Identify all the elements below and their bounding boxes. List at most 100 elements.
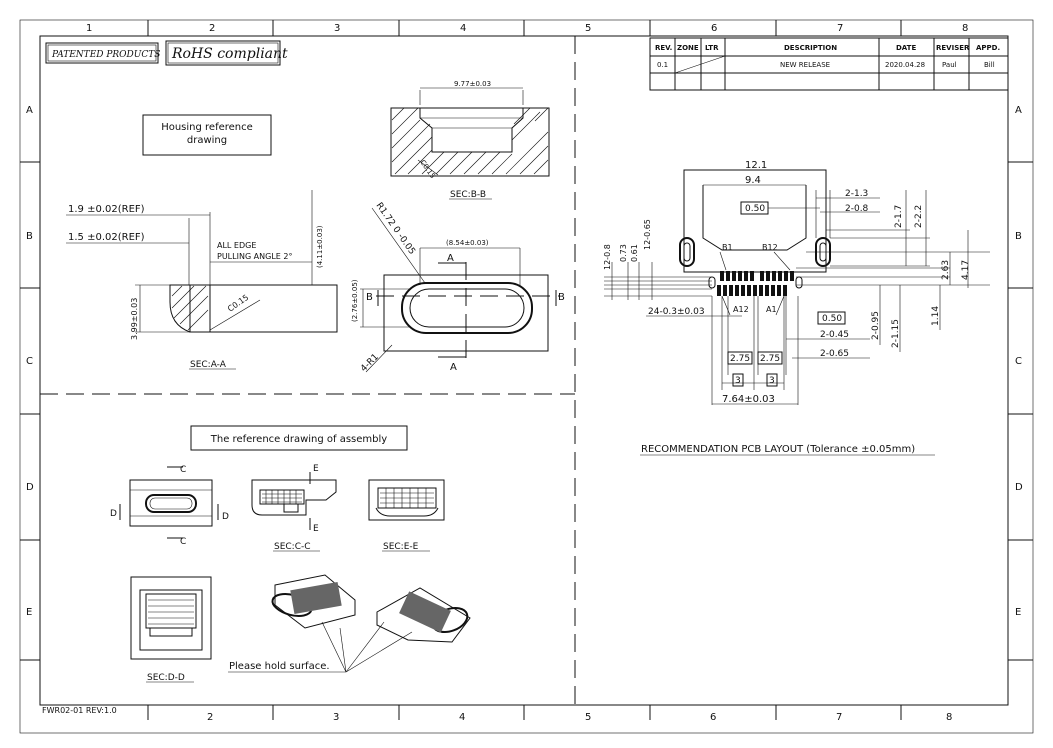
front-radius-dim: R1.72 0 -0.05: [374, 201, 417, 257]
patented-text: PATENTED PRODUCTS: [51, 50, 160, 60]
aa-chamfer-dim: C0.15: [226, 293, 250, 314]
pcb-dim-2-045: 2-0.45: [820, 330, 849, 340]
pcb-dim-2-095: 2-0.95: [871, 311, 881, 340]
revision-table: REV. ZONE LTR DESCRIPTION DATE REVISER A…: [649, 37, 1009, 91]
zone-col-b2: 2: [207, 712, 213, 723]
zone-row-b-right: B: [1015, 231, 1022, 242]
rev-cell-reviser: Paul: [942, 61, 957, 69]
rev-cell-description: NEW RELEASE: [780, 61, 830, 69]
pcb-dim-2-22: 2-2.2: [914, 205, 924, 228]
assembly-mark-d-right: D: [222, 512, 229, 522]
zone-row-a-right: A: [1015, 105, 1022, 116]
pads-row-a: [717, 285, 787, 296]
section-aa: 1.9 ±0.02(REF) 1.5 ±0.02(REF) ALL EDGE P…: [66, 190, 338, 370]
pcb-layout: 12-0.8 0.73 0.61 12-0.65 12.1 9.4 2-1.3 …: [603, 160, 990, 456]
pcb-dim-073: 0.73: [619, 244, 628, 262]
housing-title-line1: Housing reference: [161, 122, 253, 133]
top-zone-ruler: 1 2 3 4 5 6 7 8: [86, 20, 968, 36]
pcb-label-a1: A1: [766, 305, 777, 314]
pcb-label-a12: A12: [733, 305, 749, 314]
zone-col-2: 2: [209, 23, 215, 34]
pcb-slot-left: [679, 237, 695, 267]
aa-ref2-dim: 1.5 ±0.02(REF): [68, 232, 145, 243]
assembly-3d-view-1: [271, 574, 356, 629]
bottom-zone-ruler: 2 3 4 5 6 7 8: [147, 705, 952, 723]
pcb-dim-12-1: 12.1: [745, 160, 767, 171]
zone-row-b: B: [26, 231, 33, 242]
zone-row-e-right: E: [1015, 607, 1021, 618]
housing-title-box: [142, 114, 272, 156]
assembly-front-view: C C D D: [110, 465, 229, 547]
pcb-dim-2-13: 2-1.3: [845, 189, 868, 199]
rev-header-rev: REV.: [655, 44, 672, 52]
pcb-dim-764: 7.64±0.03: [722, 394, 775, 405]
bb-width-dim: 9.77±0.03: [454, 80, 491, 88]
rev-cell-rev: 0.1: [657, 61, 668, 69]
pcb-dim-275-left: 2.75: [730, 354, 750, 364]
front-width-dim: (8.54±0.03): [446, 239, 489, 247]
front-height-dim: (2.76±0.05): [351, 279, 359, 322]
zone-row-c-right: C: [1015, 356, 1022, 367]
pcb-label-b1: B1: [722, 243, 733, 252]
side-zone-ruler: A B C D E A B C D E: [20, 105, 1033, 661]
pcb-dim-2-065: 2-0.65: [820, 349, 849, 359]
sec-cc-label: SEC:C-C: [274, 542, 311, 552]
pcb-dim-12-065: 12-0.65: [643, 219, 652, 250]
zone-col-3: 3: [334, 23, 340, 34]
zone-col-b4: 4: [459, 712, 465, 723]
pads-row-b: [720, 271, 794, 281]
housing-front-view: (8.54±0.03) (2.76±0.05) R1.72 0 -0.05 4-…: [351, 201, 565, 374]
pcb-dim-417: 4.17: [961, 260, 971, 280]
pcb-dim-9-4: 9.4: [745, 175, 761, 186]
assembly-mark-c-top: C: [180, 465, 186, 475]
hold-surface-callout: Please hold surface.: [228, 621, 413, 673]
pcb-dim-12-08: 12-0.8: [603, 244, 612, 270]
housing-title-line2: drawing: [187, 135, 227, 146]
zone-col-5: 5: [585, 23, 591, 34]
pcb-dim-050-bottom: 0.50: [822, 314, 842, 324]
pcb-layout-title: RECOMMENDATION PCB LAYOUT (Tolerance ±0.…: [641, 444, 915, 455]
zone-col-b7: 7: [836, 712, 842, 723]
front-mark-b-right: B: [558, 292, 565, 303]
pcb-dim-2-17: 2-1.7: [894, 205, 904, 228]
section-ee: SEC:E-E: [368, 479, 445, 552]
rohs-badge: [165, 40, 281, 66]
aa-height-part-dim: 3.99±0.03: [130, 298, 139, 340]
aa-note2: PULLING ANGLE 2°: [217, 252, 292, 261]
front-mark-a-bottom: A: [450, 362, 457, 373]
rev-cell-appd: Bill: [984, 61, 995, 69]
zone-col-1: 1: [86, 23, 92, 34]
zone-col-b3: 3: [333, 712, 339, 723]
rev-header-date: DATE: [896, 44, 916, 52]
aa-height-total-dim: (4.11±0.03): [316, 225, 324, 268]
rev-header-appd: APPD.: [976, 44, 1000, 52]
rev-header-zone: ZONE: [677, 44, 699, 52]
zone-col-b8: 8: [946, 712, 952, 723]
assembly-mark-c-bottom: C: [180, 537, 186, 547]
zone-row-d-right: D: [1015, 482, 1023, 493]
pcb-dim-3-right: 3: [769, 376, 775, 386]
zone-col-b6: 6: [710, 712, 716, 723]
rohs-text: RoHS compliant: [171, 46, 288, 62]
pcb-label-b12: B12: [762, 243, 778, 252]
zone-col-8: 8: [962, 23, 968, 34]
rev-header-reviser: REVISER: [936, 44, 970, 52]
cc-mark-e-top: E: [313, 464, 319, 474]
pcb-dim-3-left: 3: [735, 376, 741, 386]
aa-ref1-dim: 1.9 ±0.02(REF): [68, 204, 145, 215]
front-corner-dim: 4-R1: [359, 352, 381, 374]
zone-col-7: 7: [837, 23, 843, 34]
section-cc: E E SEC:C-C: [251, 464, 337, 552]
assembly-3d-view-2: [376, 587, 471, 643]
zone-row-d: D: [26, 482, 34, 493]
rev-header-description: DESCRIPTION: [784, 44, 837, 52]
zone-col-b5: 5: [585, 712, 591, 723]
zone-row-e: E: [26, 607, 32, 618]
assembly-mark-d-left: D: [110, 509, 117, 519]
assembly-title: The reference drawing of assembly: [210, 434, 387, 445]
rev-header-ltr: LTR: [705, 44, 719, 52]
pcb-dim-114: 1.14: [931, 306, 941, 326]
pcb-dim-275-right: 2.75: [760, 354, 780, 364]
front-mark-a-top: A: [447, 253, 454, 264]
